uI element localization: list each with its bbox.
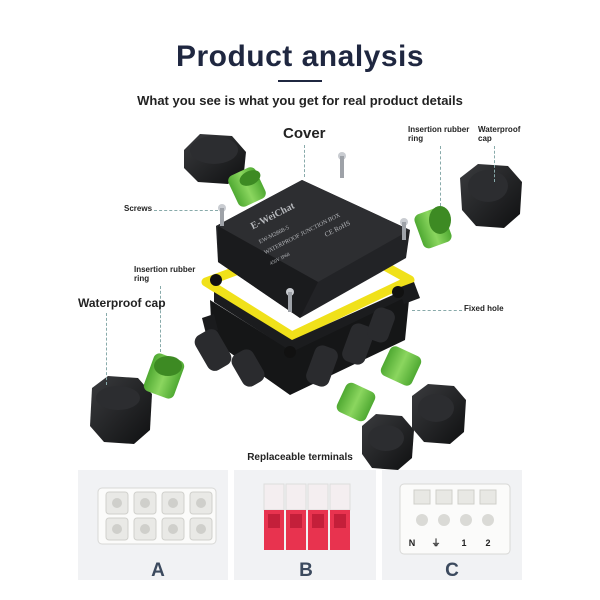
leader-cover <box>304 145 305 177</box>
page-subtitle: What you see is what you get for real pr… <box>137 93 463 108</box>
label-cover: Cover <box>283 125 326 142</box>
terminal-mark-2: 2 <box>485 538 490 548</box>
leader-waterproof-cap-right <box>494 146 495 182</box>
label-fixed-hole: Fixed hole <box>464 304 504 313</box>
label-screws: Screws <box>124 204 153 213</box>
terminal-mark-1: 1 <box>461 538 466 548</box>
junction-box <box>194 152 420 395</box>
waterproof-cap-bottom-center <box>362 414 414 470</box>
terminal-letter-b: B <box>299 560 313 581</box>
terminal-c-illustration: N ⏚ 1 2 <box>399 483 511 555</box>
leader-waterproof-cap-left <box>106 313 107 385</box>
terminal-a-illustration <box>97 487 217 545</box>
label-insertion-ring-left: Insertion rubber ring <box>134 265 196 283</box>
terminal-mark-ground: ⏚ <box>431 538 440 548</box>
rubber-ring-left <box>143 353 185 399</box>
waterproof-cap-right <box>460 164 522 228</box>
label-insertion-ring-right: Insertion rubber ring <box>408 125 470 143</box>
leader-insertion-ring-left <box>160 286 161 352</box>
label-waterproof-cap-left: Waterproof cap <box>78 296 166 310</box>
waterproof-cap-top-left <box>184 134 246 184</box>
rubber-ring-top <box>228 167 266 207</box>
terminal-panel-a <box>78 470 228 580</box>
terminals-heading: Replaceable terminals <box>247 452 353 463</box>
rubber-ring-bottom-b <box>336 382 376 422</box>
terminal-panel-b <box>234 470 376 580</box>
leader-insertion-ring-right <box>440 146 441 206</box>
terminal-letter-a: A <box>151 560 165 581</box>
label-waterproof-cap-right: Waterproof cap <box>478 125 521 143</box>
leader-screws <box>154 210 218 211</box>
terminal-panel-c: N ⏚ 1 2 <box>382 470 522 580</box>
rubber-ring-right <box>414 206 452 249</box>
waterproof-cap-left <box>90 376 152 444</box>
rubber-ring-bottom-a <box>380 346 422 386</box>
terminal-mark-n: N <box>409 538 416 548</box>
title-underline <box>278 80 322 82</box>
terminal-b-illustration <box>263 483 351 550</box>
page-title: Product analysis <box>175 40 425 73</box>
waterproof-cap-bottom-right <box>412 384 466 444</box>
terminal-letter-c: C <box>445 560 459 581</box>
leader-fixed-hole <box>412 310 462 311</box>
